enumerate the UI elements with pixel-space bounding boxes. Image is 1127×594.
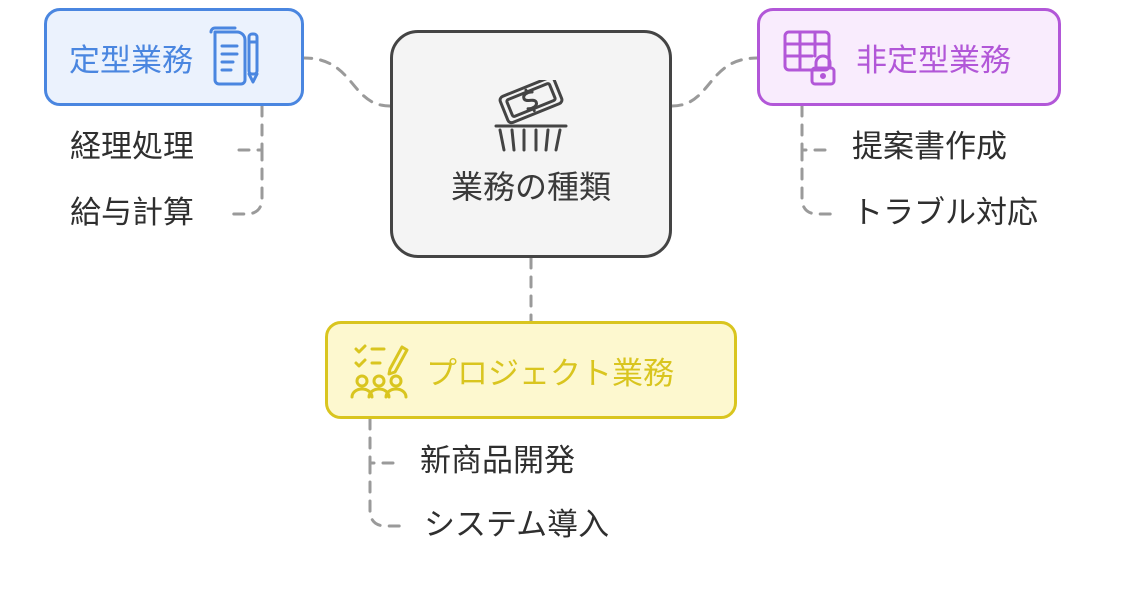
connector-center-hiteikei bbox=[670, 56, 759, 108]
money-basket-icon bbox=[486, 80, 576, 156]
category-teikei-label: 定型業務 bbox=[69, 42, 193, 79]
center-node[interactable]: 業務の種類 bbox=[390, 30, 672, 258]
clipboard-pen-icon bbox=[207, 26, 263, 88]
leaf-teikei-2: 給与計算 bbox=[70, 195, 194, 231]
category-project-label: プロジェクト業務 bbox=[426, 355, 674, 392]
connector-center-teikei bbox=[302, 56, 392, 108]
team-checklist-icon bbox=[350, 339, 410, 401]
leaf-teikei-1: 経理処理 bbox=[70, 129, 194, 165]
leaf-project-2: システム導入 bbox=[424, 507, 610, 543]
connector-hiteikei-item2 bbox=[800, 148, 836, 216]
table-lock-icon bbox=[782, 26, 838, 88]
connector-teikei-item2 bbox=[230, 148, 264, 216]
connector-project-item1 bbox=[368, 417, 404, 465]
category-teikei[interactable]: 定型業務 bbox=[44, 8, 304, 106]
category-hiteikei[interactable]: 非定型業務 bbox=[757, 8, 1061, 106]
connector-project-item2 bbox=[368, 461, 404, 528]
leaf-project-1: 新商品開発 bbox=[420, 443, 575, 479]
connector-teikei-item1 bbox=[230, 104, 264, 152]
connector-hiteikei-item1 bbox=[800, 104, 836, 152]
category-hiteikei-label: 非定型業務 bbox=[856, 42, 1011, 79]
center-label: 業務の種類 bbox=[450, 168, 611, 206]
category-project[interactable]: プロジェクト業務 bbox=[325, 321, 737, 419]
leaf-hiteikei-1: 提案書作成 bbox=[852, 129, 1007, 165]
leaf-hiteikei-2: トラブル対応 bbox=[852, 195, 1038, 231]
